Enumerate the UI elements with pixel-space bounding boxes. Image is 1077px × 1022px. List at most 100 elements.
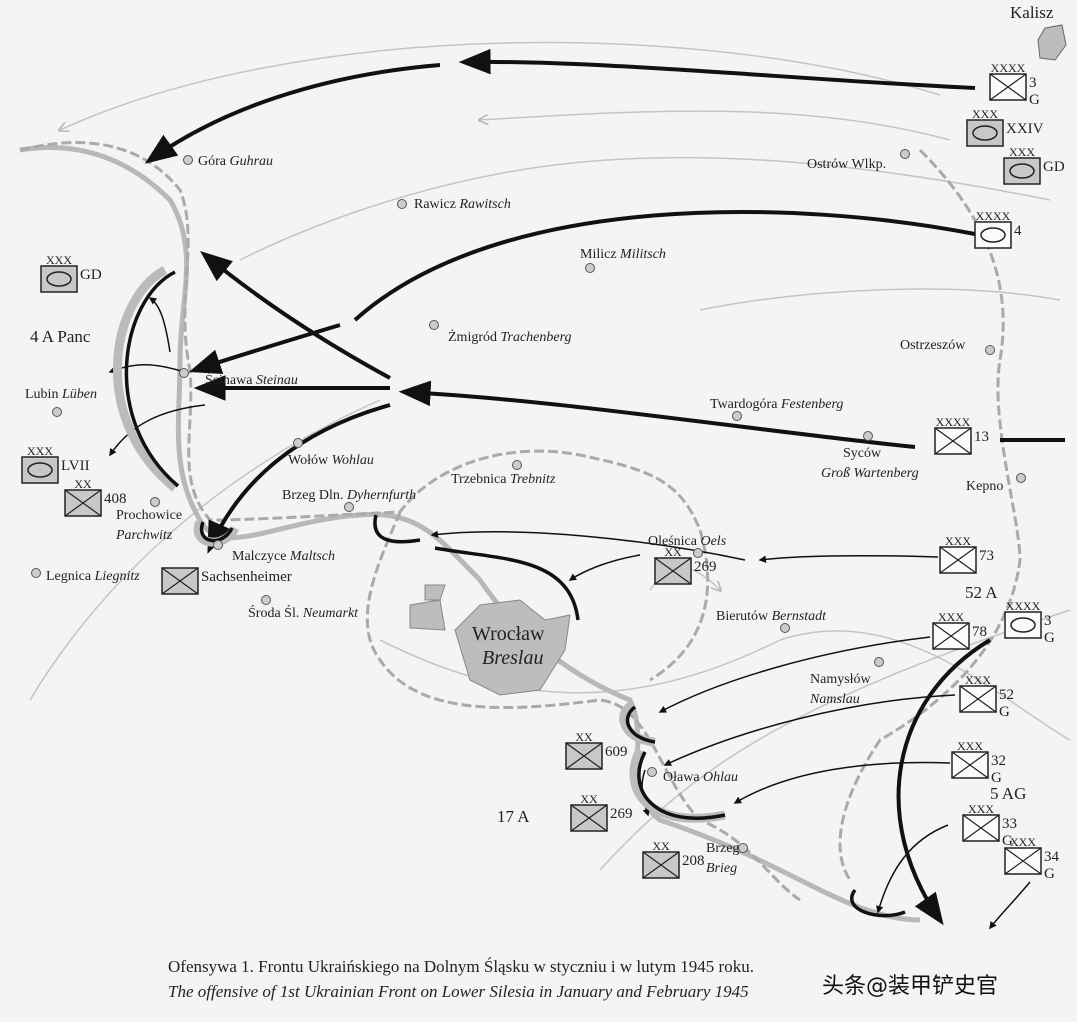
city-ostrzeszów: Ostrzeszów (900, 338, 995, 355)
borders (19, 141, 1022, 902)
city-name-polish: Lubin (25, 387, 58, 402)
unit-label: 13 (974, 429, 989, 445)
city-name-polish: Brzeg Dln. (282, 488, 343, 503)
city-name-polish: Rawicz (414, 197, 456, 212)
city-milicz: Milicz Militsch (580, 247, 666, 273)
city-name-german: Trebnitz (506, 472, 555, 487)
city-oława: Oława Ohlau (647, 767, 738, 785)
city-trzebnica: Trzebnica Trebnitz (451, 460, 556, 487)
city-label: Trzebnica Trebnitz (451, 472, 556, 487)
unit-echelon: XXX (1009, 145, 1035, 159)
city-marker-icon (732, 411, 742, 421)
city-name-german: Rawitsch (456, 197, 511, 212)
city-marker-icon (780, 623, 790, 633)
city-marker-icon (738, 843, 748, 853)
city-name-german: Trachenberg (497, 330, 572, 345)
army-label-52-a: 52 A (965, 583, 998, 602)
infantry-cross-icon (64, 489, 102, 517)
city-ścinawa: Ścinawa Steinau (179, 368, 298, 388)
city-label: Ostrów Wlkp. (807, 157, 886, 172)
city-name-polish: Trzebnica (451, 472, 507, 487)
city-marker-icon (52, 407, 62, 417)
city-name-german: Maltsch (286, 549, 335, 564)
unit-echelon: XXX (938, 610, 964, 624)
unit-sub-label: G (991, 770, 1002, 786)
unit-label: 52 (999, 687, 1014, 703)
city-góra: Góra Guhrau (183, 154, 273, 169)
city-marker-icon (693, 548, 703, 558)
city-marker-icon (874, 657, 884, 667)
city-name-german: Ohlau (700, 770, 739, 785)
city-name-german: Liegnitz (91, 569, 140, 584)
city-label: Kalisz (1010, 3, 1054, 22)
unit-label: 269 (610, 806, 633, 822)
unit-sub-label: G (1044, 630, 1055, 646)
armor-oval-icon (1010, 617, 1036, 633)
unit-label: GD (1043, 159, 1065, 175)
armor-oval-icon (972, 125, 998, 141)
unit-label: 32 (991, 753, 1006, 769)
main-attack-arrows (144, 48, 1065, 926)
german-front-lines (113, 266, 906, 918)
city-name-polish: Milicz (580, 247, 617, 262)
infantry-cross-icon (951, 751, 989, 779)
unit-label: 208 (682, 853, 705, 869)
city-label: Milicz Militsch (580, 247, 666, 262)
unit-label: 3 (1029, 75, 1037, 91)
unit-echelon: XX (664, 545, 682, 559)
infantry-cross-icon (570, 804, 608, 832)
unit-label: XXIV (1006, 121, 1044, 137)
city-wołów: Wołów Wohlau (288, 438, 374, 468)
city-label: Malczyce Maltsch (232, 549, 335, 564)
city-marker-icon (293, 438, 303, 448)
unit-269: XX 269 (654, 545, 717, 585)
unit-sub-label: G (1002, 833, 1013, 849)
unit-gd: XXX GD (1003, 145, 1065, 185)
city-lubin: Lubin Lüben (25, 387, 97, 417)
infantry-cross-icon (654, 557, 692, 585)
city-name-polish: Syców (843, 446, 882, 461)
infantry-cross-icon (932, 622, 970, 650)
infantry-cross-icon (565, 742, 603, 770)
city-marker-icon (429, 320, 439, 330)
city-name-german: Steinau (252, 373, 298, 388)
unit-label: 269 (694, 559, 717, 575)
city-label: Oława Ohlau (663, 770, 738, 785)
wroclaw-area (454, 599, 571, 696)
city-name-german: Brieg (706, 861, 737, 876)
city-label: Góra Guhrau (198, 154, 273, 169)
city-marker-icon (585, 263, 595, 273)
city-name-german: Oels (697, 534, 727, 549)
unit-echelon: XXXX (991, 61, 1026, 75)
unit-echelon: XXX (968, 802, 994, 816)
unit-label: 73 (979, 548, 994, 564)
city-name-polish: Oława (663, 770, 700, 785)
city-name-polish: Ostrzeszów (900, 338, 966, 353)
caption-polish: Ofensywa 1. Frontu Ukraińskiego na Dolny… (168, 957, 754, 976)
city-name-german: Parchwitz (115, 528, 173, 543)
infantry-cross-icon (161, 567, 199, 595)
city-label: Brzeg Dln. Dyhernfurth (282, 488, 416, 503)
unit-echelon: XXX (46, 253, 72, 267)
city-twardogóra: Twardogóra Festenberg (710, 397, 843, 421)
secondary-arrows (108, 297, 1031, 930)
infantry-cross-icon (1004, 847, 1042, 875)
city-label: Żmigród Trachenberg (448, 329, 572, 345)
city-ostrów-wlkp-: Ostrów Wlkp. (807, 149, 910, 172)
city-label: Lubin Lüben (25, 387, 97, 402)
unit-label: GD (80, 267, 102, 283)
unit-echelon: XX (74, 477, 92, 491)
